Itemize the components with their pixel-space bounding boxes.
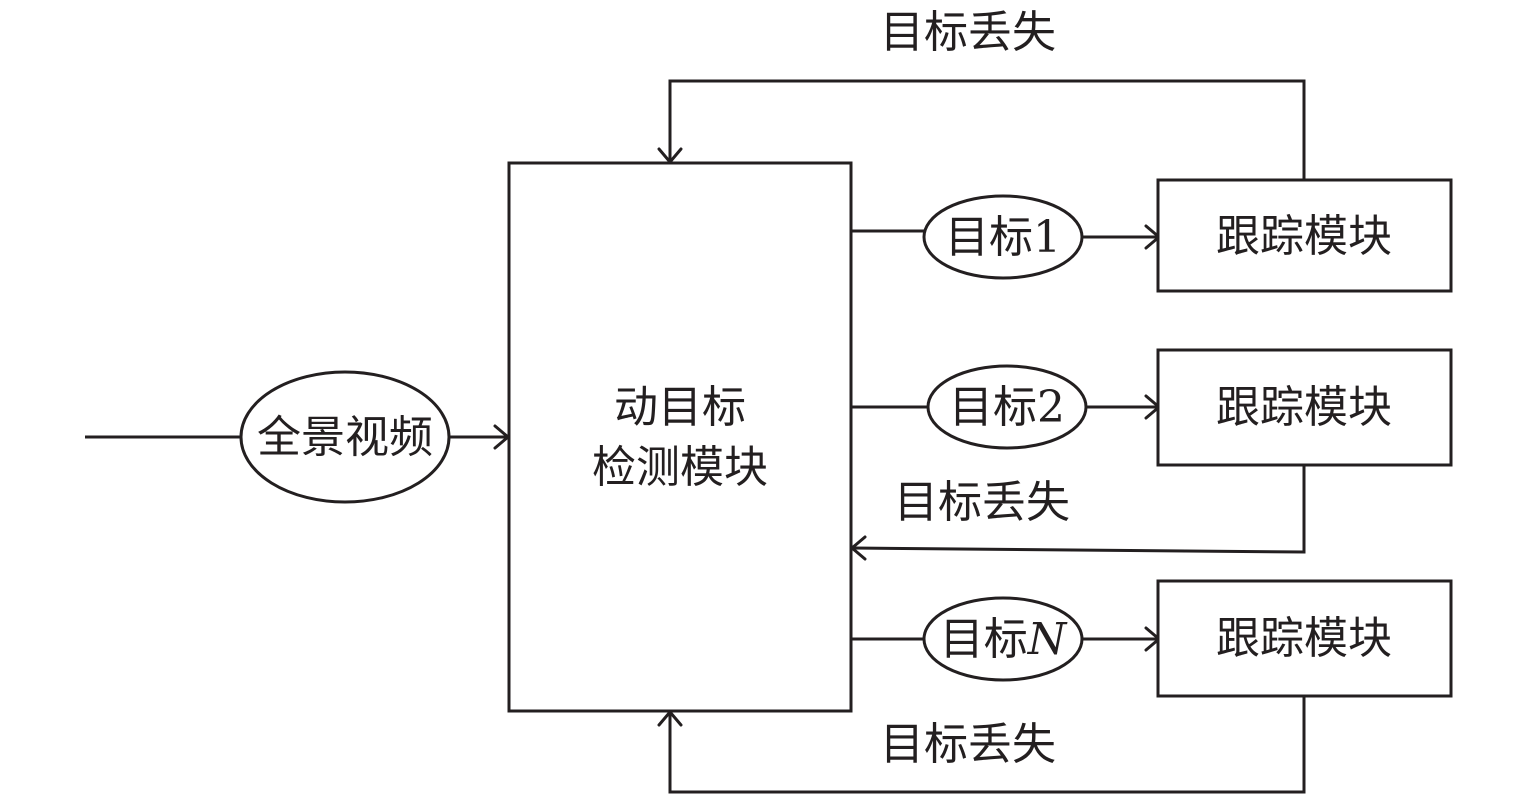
- tracking-module-1: [1156, 178, 1453, 293]
- feedback-middle-arrowhead: [850, 535, 867, 561]
- feedback-middle-path: [852, 465, 1306, 554]
- target1-label: 目标1: [945, 212, 1061, 263]
- tracking-module-2-label: 跟踪模块: [1216, 382, 1392, 433]
- targetN-suffix: N: [1027, 614, 1068, 665]
- feedback-middle-label: 目标丢失: [894, 477, 1070, 528]
- feedback-bottom-arrowhead: [657, 710, 683, 727]
- feedback-bottom-label: 目标丢失: [880, 719, 1056, 770]
- panoramic-video-label: 全景视频: [257, 412, 433, 463]
- target2-label: 目标2: [949, 382, 1065, 433]
- feedback-top-path: [668, 79, 1306, 180]
- tracking-module-n-label: 跟踪模块: [1216, 613, 1392, 664]
- moving-target-detection-module: [507, 161, 853, 713]
- tracking-module-2: [1156, 348, 1453, 467]
- feedback-top-arrowhead: [657, 147, 683, 164]
- tracking-module-1-label: 跟踪模块: [1216, 211, 1392, 262]
- targetN-label: 目标N: [940, 614, 1068, 665]
- feedback-bottom-path: [668, 696, 1306, 794]
- feedback-top-label: 目标丢失: [880, 7, 1056, 58]
- detector-label-line2: 检测模块: [592, 442, 768, 493]
- detector-label-line1: 动目标: [614, 382, 746, 433]
